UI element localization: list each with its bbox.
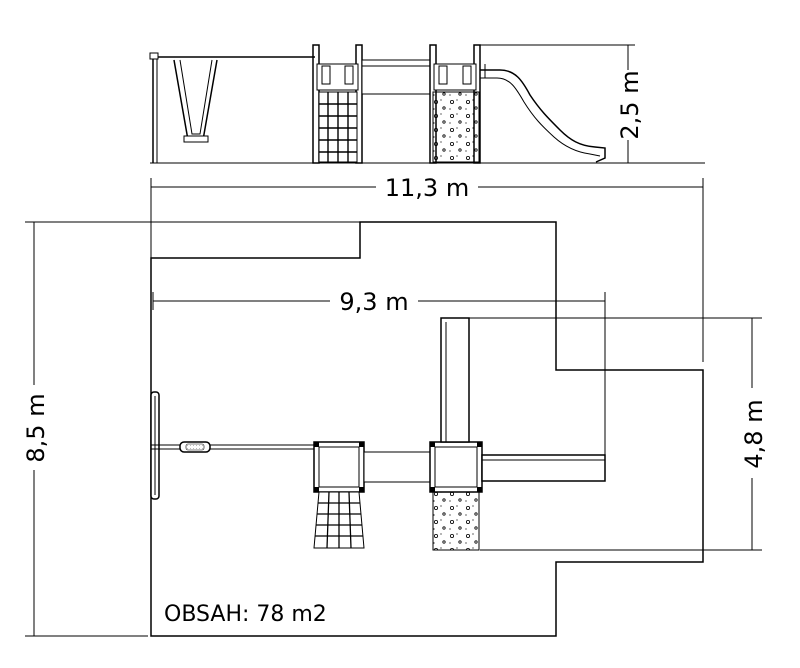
overall-depth-dimension: 8,5 m (22, 221, 360, 637)
height-dimension-label: 2,5 m (616, 70, 644, 139)
swing-elevation (149, 52, 315, 163)
tower-2-plan (429, 441, 483, 493)
area-label: OBSAH: 78 m2 (164, 602, 327, 627)
overall-depth-label: 8,5 m (22, 393, 50, 462)
bridge-plan (363, 451, 431, 483)
tower-1-elevation (312, 44, 363, 164)
slide-elevation (480, 64, 606, 163)
tower-1-plan (313, 441, 365, 493)
ramp-plan (440, 317, 470, 443)
bridge-elevation (361, 59, 431, 95)
safety-zone-outline (150, 221, 704, 637)
tower-2-elevation (429, 44, 481, 164)
climbing-wall-plan (432, 491, 480, 551)
inner-depth-dimension: 4,8 m (468, 317, 768, 551)
swing-plan (150, 391, 316, 500)
inner-depth-label: 4,8 m (740, 399, 768, 468)
climbing-net-plan (313, 491, 365, 549)
inner-width-label: 9,3 m (339, 288, 408, 316)
overall-width-dimension: 11,3 m (150, 174, 704, 362)
slide-plan (481, 454, 606, 482)
height-dimension: 2,5 m (480, 44, 644, 164)
side-elevation: 2,5 m (149, 44, 705, 164)
overall-width-label: 11,3 m (385, 174, 469, 202)
inner-width-dimension: 9,3 m (152, 288, 606, 455)
